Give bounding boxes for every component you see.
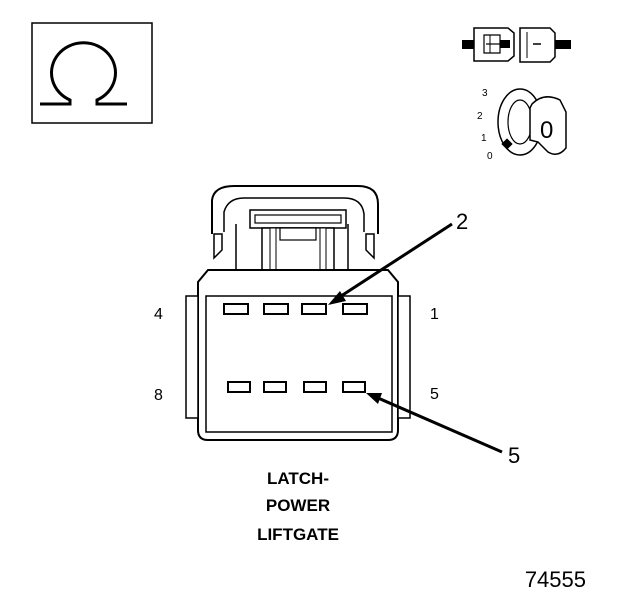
key-letter: 0 <box>540 117 553 144</box>
cavity-4 <box>223 303 249 315</box>
ignition-key-icon: 3 2 1 0 0 <box>477 88 567 162</box>
cavity-7 <box>263 381 287 393</box>
pin-label-1: 1 <box>430 306 439 323</box>
figure-number: 74555 <box>525 567 586 592</box>
key-position-1: 1 <box>481 133 487 144</box>
cavity-2 <box>301 303 327 315</box>
terminal-cavities <box>223 303 368 393</box>
cavity-6 <box>303 381 327 393</box>
key-position-0: 0 <box>487 151 493 162</box>
cavity-5 <box>342 381 366 393</box>
cavity-3 <box>263 303 289 315</box>
ohm-meter-icon <box>31 22 153 124</box>
callout-arrow-lower <box>366 393 503 454</box>
connector-disconnected-icon <box>462 27 571 63</box>
key-position-2: 2 <box>477 111 483 122</box>
callout-arrow-upper <box>328 222 453 305</box>
callout-label-upper: 2 <box>456 209 468 234</box>
callout-label-lower: 5 <box>508 443 520 468</box>
cavity-1 <box>342 303 368 315</box>
key-position-3: 3 <box>482 88 488 99</box>
caption-line-2: POWER <box>266 496 330 515</box>
pin-label-8: 8 <box>154 387 163 404</box>
caption-line-3: LIFTGATE <box>257 525 339 544</box>
pin-label-4: 4 <box>154 306 163 323</box>
cavity-8 <box>227 381 251 393</box>
pin-label-5: 5 <box>430 386 439 403</box>
caption-line-1: LATCH- <box>267 469 329 488</box>
